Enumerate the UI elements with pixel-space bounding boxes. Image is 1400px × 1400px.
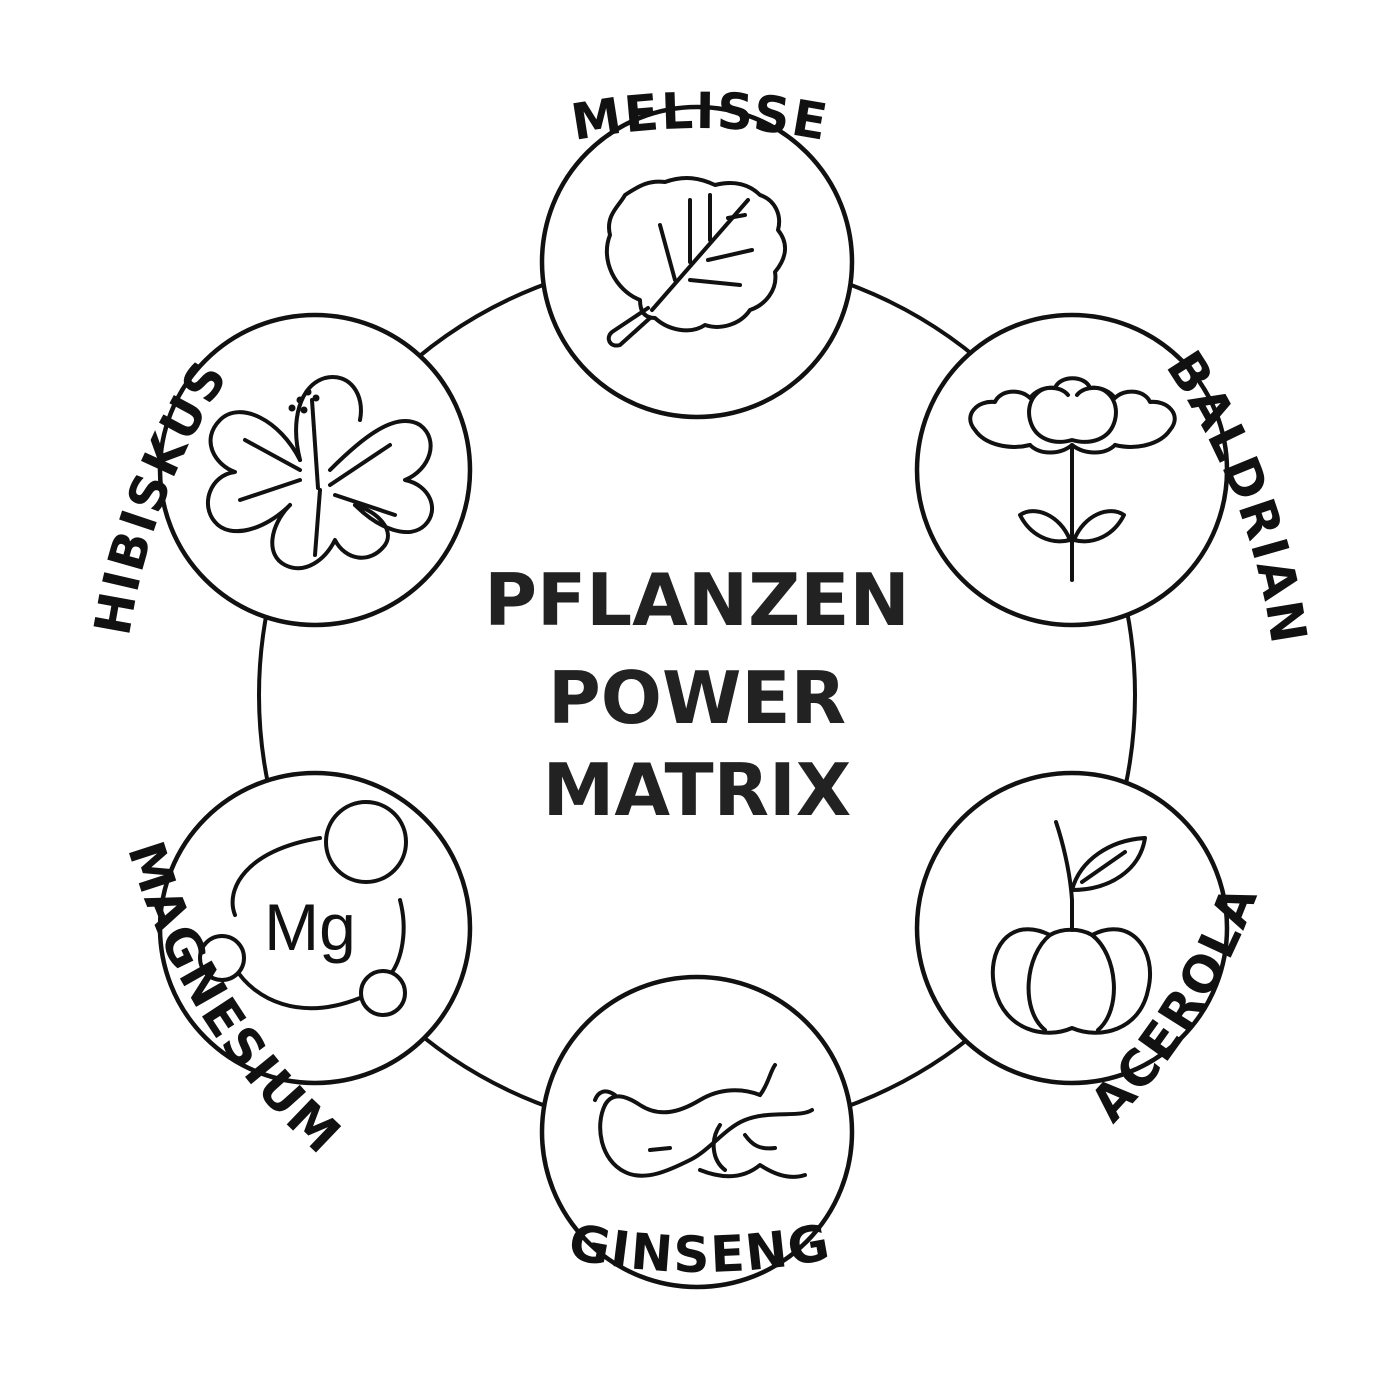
magnesium-atom-icon: Mg [198, 800, 408, 1017]
ginseng-root-icon [593, 1063, 814, 1179]
node-ginseng: GINSENG [539, 974, 855, 1290]
node-acerola: ACEROLA [914, 770, 1267, 1133]
valerian-flower-icon [968, 376, 1177, 582]
magnesium-symbol: Mg [264, 890, 356, 964]
center-title-line-2: POWER [548, 656, 846, 740]
hibiscus-flower-icon [205, 375, 435, 571]
acerola-fruit-icon [990, 820, 1152, 1035]
center-title: PFLANZEN POWER MATRIX [484, 558, 909, 832]
node-magnesium: Mg MAGNESIUM [116, 770, 473, 1166]
node-baldrian: BALDRIAN [914, 312, 1316, 649]
center-title-line-1: PFLANZEN [484, 558, 909, 642]
center-title-line-3: MATRIX [543, 748, 852, 832]
node-melisse: MELISSE [539, 82, 855, 420]
leaf-icon [604, 176, 787, 348]
node-hibiskus: HIBISKUS [83, 312, 473, 639]
